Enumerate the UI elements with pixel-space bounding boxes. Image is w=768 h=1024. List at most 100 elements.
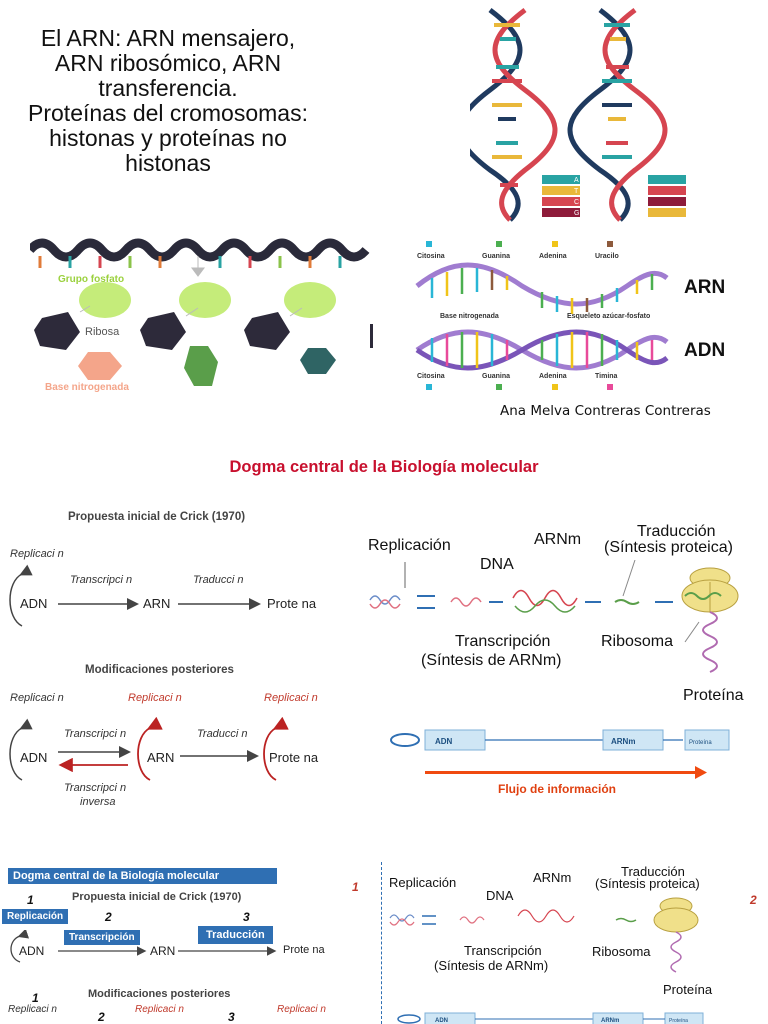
bottom-flow-adn: ADN: [435, 1018, 448, 1024]
bottom-process-traduccion: Traducción: [621, 864, 685, 879]
flow-adn: ADN: [435, 737, 453, 746]
process-sintesis-proteica: (Síntesis proteica): [604, 539, 733, 556]
bottom-process-replicacion: Replicación: [389, 875, 457, 890]
author-name: Ana Melva Contreras Contreras: [500, 403, 711, 419]
mods-replicacion-arn-label: Replicaci n: [128, 692, 182, 704]
mods-adn-node: ADN: [20, 750, 48, 765]
bottom-process-ribosoma: Ribosoma: [592, 944, 651, 959]
base-shape: [78, 352, 122, 380]
replicacion-label: Replicaci n: [10, 548, 64, 560]
proteina-node: Prote na: [267, 596, 317, 611]
title-line: Proteínas del cromosomas:: [28, 100, 308, 126]
flow-diagram: ADN ARNm Proteína: [390, 729, 730, 779]
bottom-proteina: Prote na: [283, 944, 325, 956]
helix-letter: G: [574, 210, 579, 217]
bottom-rep1: Replicaci n: [8, 1004, 57, 1015]
bottom-process-sintesis: (Síntesis proteica): [595, 876, 700, 891]
mods-arrows: [9, 716, 289, 781]
helix-left: [470, 8, 558, 222]
flow-label: Flujo de información: [498, 782, 617, 796]
bottom-flow-proteina: Proteína: [669, 1018, 688, 1024]
bottom-replicacion-box: Replicación: [2, 909, 69, 924]
ribose-label: Ribosa: [85, 326, 120, 338]
bottom-num-3: 3: [243, 910, 250, 924]
phosphate-label: Grupo fosfato: [58, 274, 124, 285]
helix-letter: A: [574, 177, 579, 184]
adn-base-label: Adenina: [539, 373, 567, 380]
bottom-num-1b: 1: [32, 991, 39, 1005]
transcripcion-label: Transcripci n: [70, 574, 133, 586]
bottom-adn: ADN: [19, 944, 45, 958]
bottom-red-1: 1: [352, 880, 359, 894]
transcripcion-inversa-label-2: inversa: [80, 796, 116, 808]
bottom-arrows: [10, 930, 277, 963]
helix-letter: T: [574, 188, 579, 195]
base-label: Base nitrogenada: [45, 382, 129, 393]
process-traduccion: Traducción: [637, 523, 716, 540]
arn-base-label: Guanina: [482, 253, 510, 260]
arn-adn-diagram: Citosina Guanina Adenina Uracilo ARN Bas…: [415, 241, 725, 390]
flow-arnm: ARNm: [611, 737, 635, 746]
phosphate-shape: [79, 282, 131, 318]
adn-base-label: Guanina: [482, 373, 510, 380]
bottom-red-2: 2: [750, 893, 757, 907]
process-transcripcion: Transcripción: [455, 633, 551, 650]
mods-heading: Modificaciones posteriores: [85, 664, 234, 676]
nucleotide-chain-diagram: Grupo fosfato Ribosa Base nitrogenada: [30, 238, 373, 393]
crick-arrows: [9, 564, 261, 627]
crick-heading: Propuesta inicial de Crick (1970): [68, 511, 246, 523]
adn-base-label: Timina: [595, 373, 618, 380]
ribose-shape: [34, 312, 80, 350]
title-line: histonas: [125, 150, 211, 176]
bottom-process-arnm: ARNm: [533, 870, 572, 885]
slide-title: El ARN: ARN mensajero, ARN ribosómico, A…: [8, 26, 328, 176]
mods-proteina-node: Prote na: [269, 750, 319, 765]
arn-label: ARN: [684, 277, 725, 298]
adn-base-label: Citosina: [417, 373, 445, 380]
mods-transcripcion-label: Transcripci n: [64, 728, 127, 740]
process-sintesis-arnm: (Síntesis de ARNm): [421, 652, 562, 669]
traduccion-label: Traducci n: [193, 574, 244, 586]
title-line: transferencia.: [98, 75, 238, 101]
helix-letter: C: [574, 199, 579, 206]
process-replicacion: Replicación: [368, 537, 451, 554]
bottom-num-2: 2: [105, 910, 112, 924]
dna-helix-illustration: A T C G: [470, 8, 686, 222]
base-pair-key-left: [542, 175, 580, 217]
mods-arn-node: ARN: [147, 750, 175, 765]
mods-replicacion-label: Replicaci n: [10, 692, 64, 704]
bottom-num-3b: 3: [228, 1010, 235, 1024]
bottom-traduccion-box: Traducción: [198, 926, 273, 944]
backbone-label: Esqueleto azúcar-fosfato: [567, 313, 650, 320]
adn-label: ADN: [684, 340, 725, 361]
mods-replicacion-prot-label: Replicaci n: [264, 692, 318, 704]
bottom-transcripcion-box: Transcripción: [64, 930, 140, 945]
process-ribosoma: Ribosoma: [601, 633, 674, 650]
bottom-crick-heading: Propuesta inicial de Crick (1970): [72, 891, 242, 903]
bottom-process-transcripcion: Transcripción: [464, 943, 542, 958]
helix-right: [567, 8, 668, 222]
arn-node: ARN: [143, 596, 171, 611]
arn-base-label: Uracilo: [595, 253, 619, 260]
bottom-flow-arnm: ARNm: [601, 1018, 619, 1024]
arn-base-label: Adenina: [539, 253, 567, 260]
process-arnm: ARNm: [534, 531, 582, 548]
adn-node: ADN: [20, 596, 48, 611]
bottom-num-2b: 2: [98, 1010, 105, 1024]
process-proteina: Proteína: [683, 687, 744, 704]
process-dna: DNA: [480, 556, 514, 573]
bottom-num-1: 1: [27, 893, 34, 907]
bottom-process-dna: DNA: [486, 888, 514, 903]
mods-traduccion-label: Traducci n: [197, 728, 248, 740]
bottom-mods: Modificaciones posteriores: [88, 988, 231, 1000]
flow-proteina: Proteína: [689, 740, 712, 746]
arn-base-label: Citosina: [417, 253, 445, 260]
bottom-rep2: Replicaci n: [135, 1004, 184, 1015]
title-line: El ARN: ARN mensajero,: [40, 25, 296, 51]
bottom-process-sintesis-arnm: (Síntesis de ARNm): [434, 958, 549, 973]
bottom-process-illustration: [389, 897, 699, 973]
title-line: ARN ribosómico, ARN: [54, 50, 282, 76]
bottom-process-proteina: Proteína: [663, 982, 713, 997]
dogma-title: Dogma central de la Biología molecular: [229, 458, 539, 476]
process-illustration: [369, 560, 739, 673]
